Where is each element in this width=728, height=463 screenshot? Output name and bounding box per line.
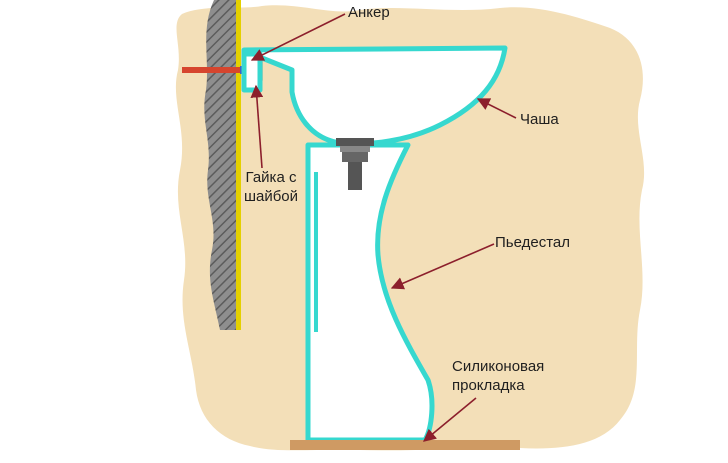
anchor-label: Анкер [348,4,390,21]
anchor-arrow [250,13,346,61]
bowl-shape [241,45,508,147]
floor [290,440,520,450]
gasket-arrow [423,397,477,442]
gasket-label: Силиконовая прокладка [452,358,545,394]
bowl-label: Чаша [520,111,559,128]
wall [204,0,236,330]
drain-icon [336,138,374,190]
nut-arrow [250,84,264,169]
pedestal-inner-edge [314,172,318,332]
wall-surface-line [236,0,241,330]
sink-body [241,45,508,443]
background-blob [175,5,645,451]
pedestal-shape [305,142,435,443]
pedestal-arrow [390,243,495,290]
pedestal-label: Пьедестал [495,234,570,251]
nut-washer-label: Гайка с шайбой [243,169,299,205]
bowl-arrow [476,98,517,119]
